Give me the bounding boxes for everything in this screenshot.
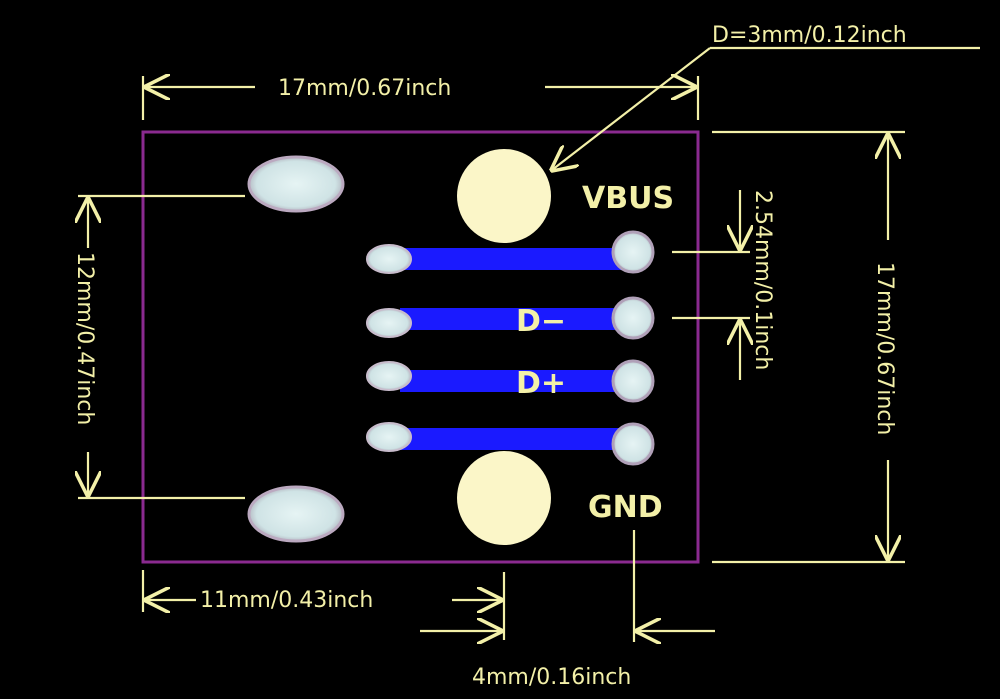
trace-dplus — [400, 370, 625, 392]
pin-pitch-dimension: 2.54mm/0.1inch — [672, 190, 775, 380]
mount-hole-top — [247, 155, 345, 213]
pin-pitch-label: 2.54mm/0.1inch — [750, 190, 775, 370]
trace-vbus — [400, 248, 625, 270]
label-dplus: D+ — [516, 366, 566, 401]
height-right-dimension: 17mm/0.67inch — [712, 130, 905, 564]
height-right-label: 17mm/0.67inch — [872, 262, 897, 435]
gnd-pad-large — [457, 451, 551, 545]
board-outline — [141, 130, 700, 564]
label-vbus: VBUS — [582, 181, 674, 216]
trace-dminus — [400, 308, 625, 330]
left-pads — [366, 244, 412, 452]
label-dminus: D− — [516, 304, 566, 339]
label-gnd: GND — [588, 490, 663, 525]
bottom-offset-dimension: 11mm/0.43inch — [141, 570, 506, 640]
trace-gnd — [400, 428, 625, 450]
width-top-dimension: 17mm/0.67inch — [141, 76, 700, 120]
hole-diameter-dimension: D=3mm/0.12inch — [552, 23, 980, 170]
mount-spacing-label: 12mm/0.47inch — [72, 252, 97, 425]
width-top-label: 17mm/0.67inch — [278, 76, 451, 101]
gnd-offset-label: 4mm/0.16inch — [472, 665, 631, 690]
gnd-offset-dimension: 4mm/0.16inch — [472, 530, 715, 690]
vbus-pad-large — [457, 149, 551, 243]
hole-diameter-label: D=3mm/0.12inch — [712, 23, 907, 48]
mount-hole-bottom — [247, 485, 345, 543]
bottom-offset-label: 11mm/0.43inch — [200, 588, 373, 613]
right-pads — [611, 230, 655, 466]
traces — [400, 248, 625, 450]
mount-spacing-dimension: 12mm/0.47inch — [72, 194, 245, 500]
